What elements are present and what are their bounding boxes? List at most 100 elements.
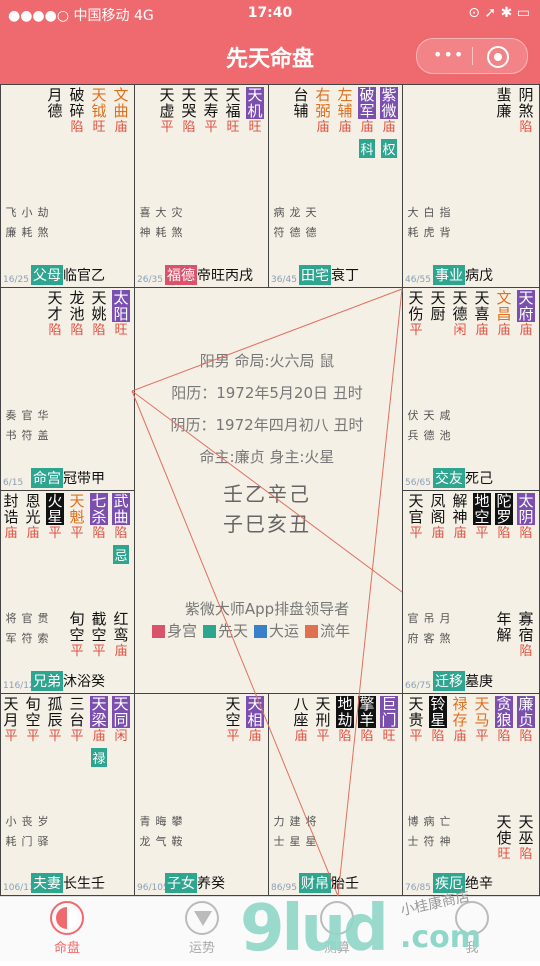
palace-name[interactable]: 命宫 <box>31 468 63 488</box>
star: 地劫陷 <box>334 696 356 746</box>
palace-name[interactable]: 兄弟 <box>31 671 63 691</box>
star-name: 天虚 <box>159 86 175 120</box>
star-name: 天使 <box>496 813 512 847</box>
star-brightness: 庙 <box>114 120 128 135</box>
legend-label: 大运 <box>269 622 300 640</box>
more-icon[interactable]: ••• <box>433 45 465 64</box>
star: 寡宿陷 <box>515 611 537 661</box>
mini-program-capsule[interactable]: ••• <box>416 38 528 74</box>
minor-star: 贯索 <box>37 612 49 645</box>
palace-phase: 帝旺丙戌 <box>197 268 253 284</box>
minor-star: 大耗 <box>407 206 419 239</box>
star-name: 铃星 <box>429 695 447 729</box>
minor-star: 吊客 <box>423 612 435 645</box>
star-brightness: 陷 <box>431 729 445 744</box>
star-name: 天府 <box>517 289 535 323</box>
minor-star: 将军 <box>5 612 17 645</box>
star-name: 天钺 <box>91 86 107 120</box>
star-brightness: 庙 <box>431 526 445 541</box>
star-name: 天相 <box>246 695 264 729</box>
minor-star: 丧门 <box>21 815 33 848</box>
palace-name[interactable]: 子女 <box>165 873 197 893</box>
star: 年解· <box>493 611 515 661</box>
star-name: 左辅 <box>337 86 353 120</box>
star-name: 天同 <box>112 695 130 729</box>
star-group: 巨门旺擎羊陷地劫陷天刑平八座庙 <box>290 696 400 746</box>
palace-name[interactable]: 事业 <box>433 265 465 285</box>
star: 天刑平 <box>312 696 334 746</box>
tab-me[interactable]: 我 <box>422 901 522 956</box>
tab-fortune[interactable]: 运势 <box>152 901 252 956</box>
star-name: 凤阁 <box>430 492 446 526</box>
palace-name[interactable]: 田宅 <box>299 265 331 285</box>
star-brightness: 旺 <box>226 120 240 135</box>
star-name: 巨门 <box>380 695 398 729</box>
tab-calc-label: 测算 <box>323 941 350 956</box>
star-brightness: 旺 <box>248 120 262 135</box>
star-name: 太阴 <box>517 492 535 526</box>
palace-name[interactable]: 交友 <box>433 468 465 488</box>
palace-name[interactable]: 迁移 <box>433 671 465 691</box>
chart-center: 阳男 命局:火六局 鼠 阳历：1972年5月20日 丑时 阴历：1972年四月初… <box>134 288 400 694</box>
star: 天月平 <box>1 696 22 767</box>
star-name: 解神 <box>452 492 468 526</box>
star-brightness: 旺 <box>92 120 106 135</box>
star-name: 天梁 <box>90 695 108 729</box>
tab-calc[interactable]: 测算 <box>287 901 387 956</box>
star-brightness: 庙 <box>114 644 128 659</box>
minor-star: 小耗 <box>5 815 17 848</box>
star: 火星平 <box>44 493 66 564</box>
minor-stars: 喜神大耗灾煞 <box>137 203 185 243</box>
star-brightness: 平 <box>316 729 330 744</box>
palace-name[interactable]: 疾厄 <box>433 873 465 893</box>
palace-name[interactable]: 福德 <box>165 265 197 285</box>
close-target-icon[interactable] <box>487 46 509 68</box>
star-brightness: 平 <box>92 644 106 659</box>
star: 巨门旺 <box>378 696 400 746</box>
tab-chart[interactable]: 命盘 <box>17 901 117 956</box>
star-brightness: 庙 <box>453 729 467 744</box>
star-brightness: 平 <box>226 729 240 744</box>
palace-name[interactable]: 父母 <box>31 265 63 285</box>
minor-star: 将星 <box>305 815 317 848</box>
minor-stars: 大耗白虎指背 <box>405 203 453 243</box>
chart-board: 阳男 命局:火六局 鼠 阳历：1972年5月20日 丑时 阴历：1972年四月初… <box>0 84 540 896</box>
star-group: 廉贞陷贪狼陷天马平禄存庙铃星陷天贵平 <box>405 696 537 746</box>
star: 红鸾庙 <box>110 611 132 661</box>
star: 天马平 <box>471 696 493 746</box>
palace-name[interactable]: 夫妻 <box>31 873 63 893</box>
star: 天相庙 <box>244 696 266 746</box>
star: 天虚平 <box>156 87 178 137</box>
palace-name[interactable]: 财帛 <box>299 873 331 893</box>
star-brightness: 庙 <box>519 323 533 338</box>
star: 台辅· <box>290 87 312 158</box>
palace-phase: 长生壬 <box>63 876 105 892</box>
star-brightness: 庙 <box>92 729 106 744</box>
star: 天巫陷 <box>515 814 537 864</box>
star: 天姚陷 <box>88 290 110 340</box>
star-brightness: 庙 <box>453 526 467 541</box>
minor-star: 飞廉 <box>5 206 17 239</box>
star-name: 天寿 <box>203 86 219 120</box>
minor-star: 伏兵 <box>407 409 419 442</box>
star-brightness: 庙 <box>4 526 18 541</box>
star: 地空平 <box>471 493 493 543</box>
ganzhi-branches: 子巳亥丑 <box>223 512 311 536</box>
star-name: 旬空 <box>69 610 85 644</box>
star: 封诰庙 <box>1 493 22 564</box>
star: 解神庙 <box>449 493 471 543</box>
age-range: 106/115 <box>3 883 41 893</box>
